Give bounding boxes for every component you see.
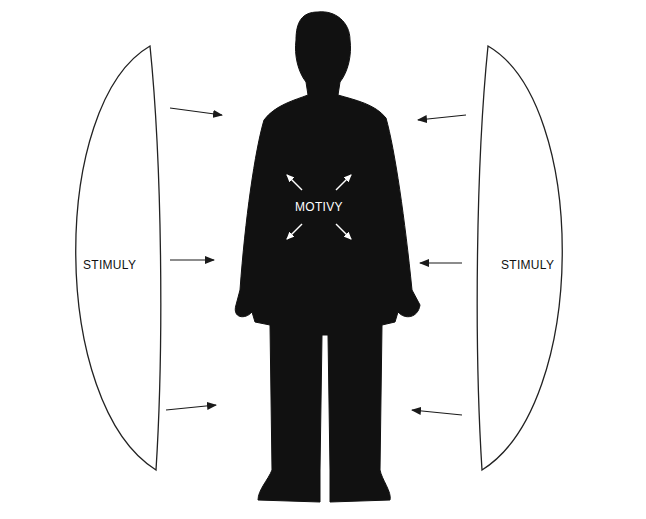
stimulus-arrow (412, 410, 462, 415)
crescent-outline (76, 46, 161, 470)
stimuli-region: STIMULY (70, 44, 170, 472)
stimuli-region: STIMULY (468, 44, 568, 472)
motive-arrow (287, 175, 302, 190)
body-silhouette (235, 12, 420, 502)
stimulus-arrow (170, 108, 222, 115)
node-label: STIMULY (501, 258, 554, 272)
person-silhouette: MOTIVY (232, 10, 424, 505)
motive-arrow (336, 175, 351, 190)
stimulus-arrow (418, 115, 466, 120)
stimulus-arrow (166, 405, 216, 410)
crescent-outline (477, 46, 562, 470)
motive-arrow (287, 224, 302, 239)
node-label: STIMULY (83, 258, 136, 272)
stimulus-arrow (170, 259, 214, 260)
motive-arrow (336, 224, 351, 239)
silhouette-figure (232, 10, 424, 505)
stimulus-arrow (420, 262, 462, 263)
node-label: MOTIVY (295, 200, 343, 214)
